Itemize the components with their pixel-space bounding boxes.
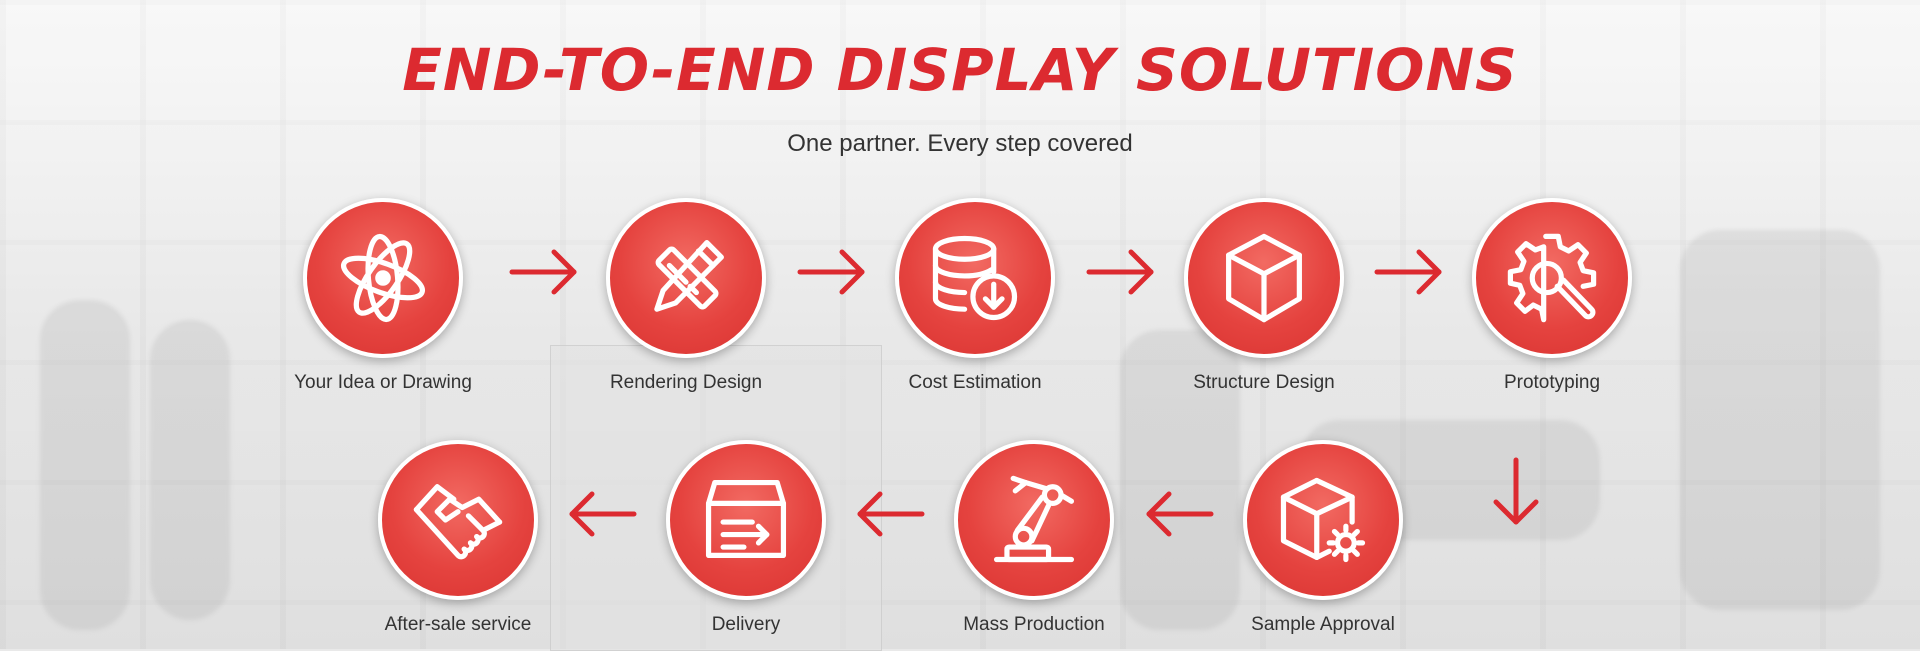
page-subtitle: One partner. Every step covered [787, 130, 1133, 157]
step-label: Sample Approval [1251, 614, 1395, 635]
step-label: Delivery [711, 614, 781, 635]
arrow-right-icon [796, 246, 868, 298]
step-label: Mass Production [963, 614, 1105, 635]
pencil-ruler-icon [654, 240, 724, 312]
cube-icon [1226, 233, 1302, 323]
step-prototyping: Prototyping [1432, 198, 1672, 394]
page-title: END-TO-END DISPLAY SOLUTIONS [402, 36, 1518, 104]
step-label: Rendering Design [609, 372, 763, 393]
step-sample-approval: Sample Approval [1203, 440, 1443, 636]
step-after-sale-service: After-sale service [338, 440, 578, 636]
handshake-icon [413, 484, 503, 560]
database-download-icon [932, 235, 1018, 321]
step-mass-production: Mass Production [914, 440, 1154, 636]
step-label: Cost Estimation [908, 372, 1042, 393]
delivery-box-icon [705, 479, 787, 558]
step-circle [895, 198, 1055, 358]
step-delivery: Delivery [626, 440, 866, 636]
arrow-right-icon [1085, 246, 1157, 298]
box-gear-icon [1280, 477, 1366, 563]
arrow-left-icon [1143, 488, 1215, 540]
step-label: Your Idea or Drawing [294, 372, 472, 393]
step-label: Structure Design [1193, 372, 1335, 393]
step-your-idea: Your Idea or Drawing [263, 198, 503, 394]
step-circle [303, 198, 463, 358]
step-circle [954, 440, 1114, 600]
step-circle [606, 198, 766, 358]
gear-wrench-icon [1507, 233, 1597, 323]
step-cost-estimation: Cost Estimation [855, 198, 1095, 394]
step-circle [1184, 198, 1344, 358]
robot-arm-icon [993, 475, 1075, 563]
arrow-right-icon [508, 246, 580, 298]
step-label: After-sale service [384, 614, 532, 635]
step-rendering-design: Rendering Design [566, 198, 806, 394]
step-circle [666, 440, 826, 600]
arrow-right-icon [1373, 246, 1445, 298]
step-circle [1243, 440, 1403, 600]
step-circle [378, 440, 538, 600]
arrow-left-icon [854, 488, 926, 540]
arrow-left-icon [566, 488, 638, 540]
step-label: Prototyping [1503, 372, 1601, 393]
step-circle [1472, 198, 1632, 358]
arrow-down-icon [1490, 456, 1542, 528]
atom-icon [340, 233, 426, 323]
step-structure-design: Structure Design [1144, 198, 1384, 394]
